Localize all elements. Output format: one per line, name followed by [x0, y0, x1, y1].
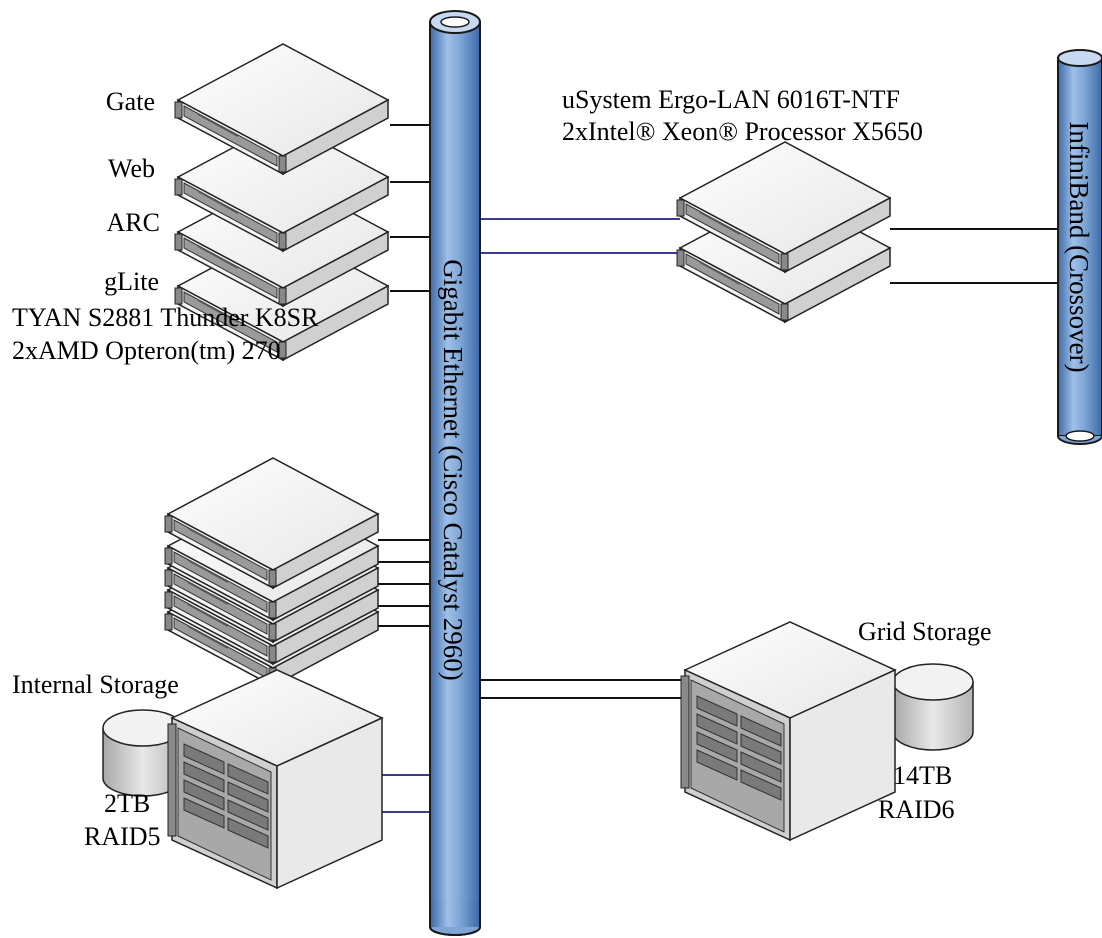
service-node-label-arc: ARC [107, 208, 160, 237]
internal-storage-size: 2TB [104, 789, 150, 818]
grid-storage-size: 14TB [893, 761, 952, 790]
internal-storage-title: Internal Storage [12, 670, 179, 699]
service-node-label-web: Web [108, 154, 155, 183]
tyan-model-label: TYAN S2881 Thunder K8SR [12, 303, 319, 332]
ethernet-backbone: Gigabit Ethernet (Cisco Catalyst 2960) [429, 10, 481, 936]
tyan-compute-cluster [164, 457, 379, 687]
infiniband-link: InfiniBand (Crossover) [1057, 49, 1102, 445]
connection-wires [378, 124, 1060, 813]
usystem-servers [676, 141, 891, 323]
grid-storage-server-icon [680, 621, 896, 841]
server-gate-icon [174, 43, 389, 175]
grid-storage-title: Grid Storage [858, 617, 992, 646]
internal-storage-raid: RAID5 [84, 822, 161, 851]
grid-storage-raid: RAID6 [878, 795, 955, 824]
ethernet-backbone-label: Gigabit Ethernet (Cisco Catalyst 2960) [438, 259, 468, 680]
service-node-label-gate: Gate [106, 87, 155, 116]
usystem-model-label: uSystem Ergo-LAN 6016T-NTF [562, 85, 900, 114]
tyan-cpu-label: 2xAMD Opteron(tm) 270 [12, 336, 281, 365]
usystem-cpu-label: 2xIntel® Xeon® Processor X5650 [562, 117, 923, 146]
service-node-label-glite: gLite [104, 267, 159, 296]
grid-disk-icon [892, 663, 974, 751]
internal-storage-server-icon [167, 669, 383, 889]
infiniband-label: InfiniBand (Crossover) [1064, 121, 1094, 372]
